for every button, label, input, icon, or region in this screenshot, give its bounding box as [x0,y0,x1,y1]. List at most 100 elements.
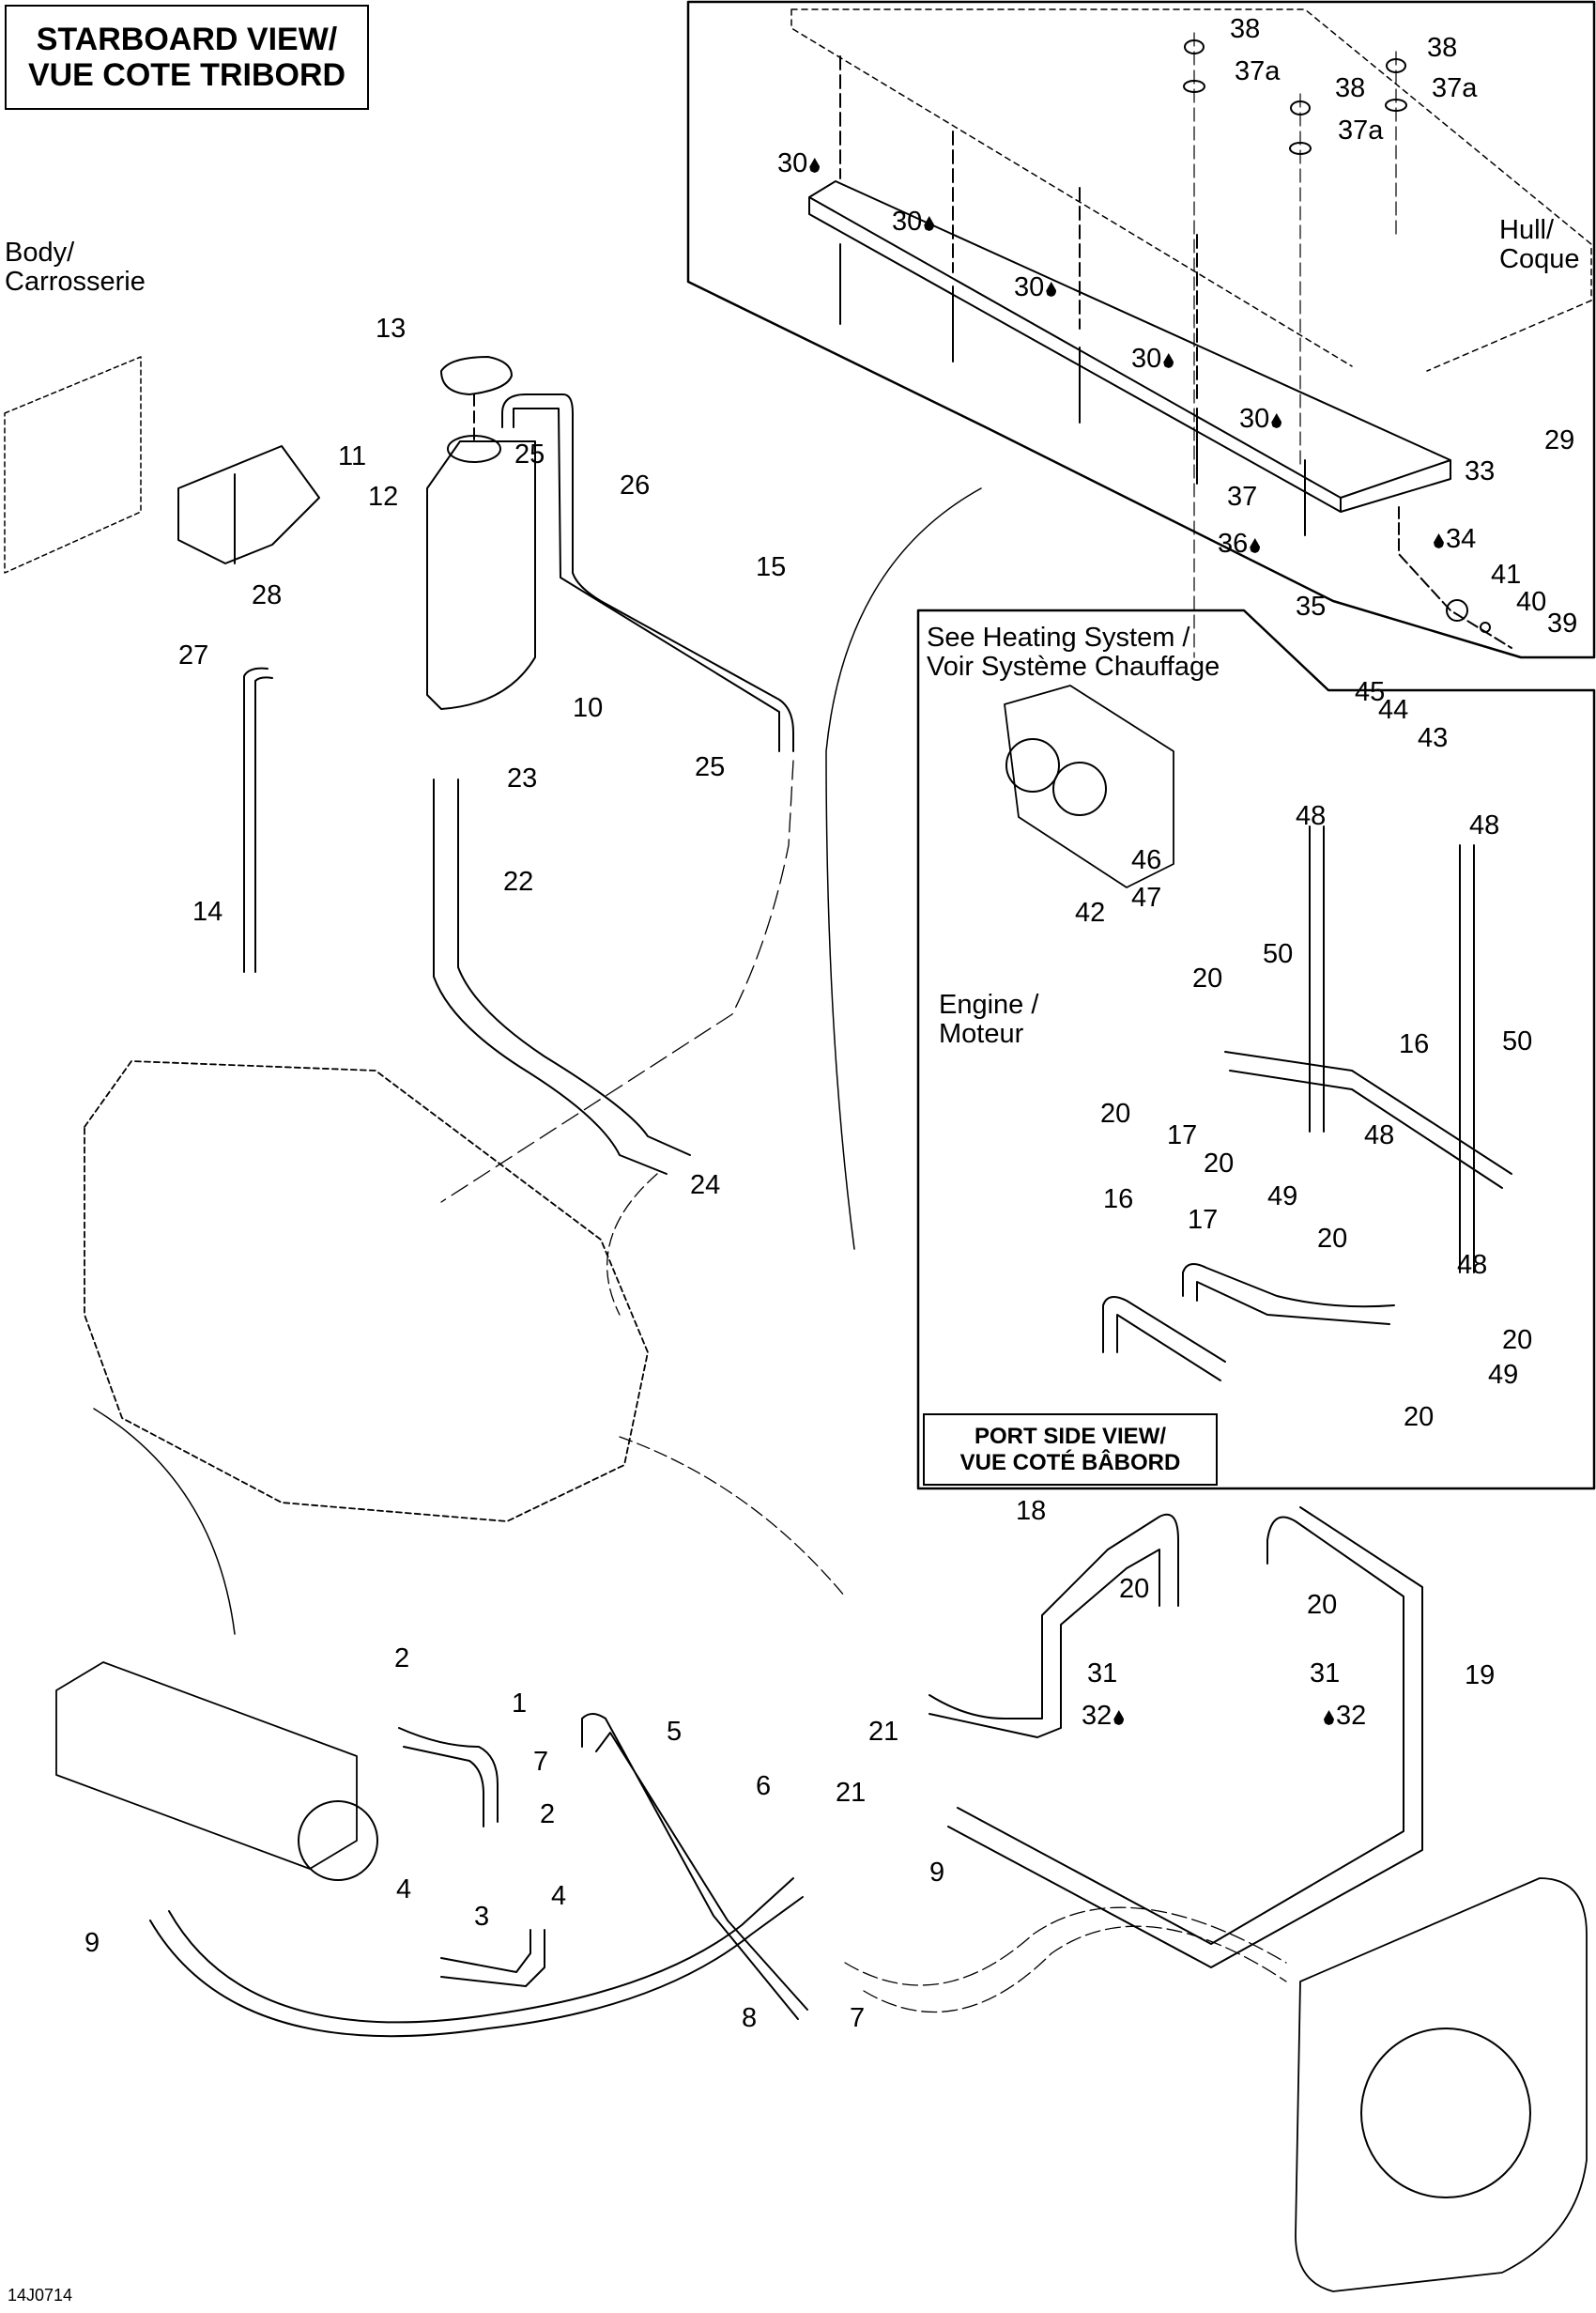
drop-icon [924,216,935,231]
callout-48: 48 [1457,1250,1488,1280]
callout-24: 24 [690,1170,721,1200]
callout-2: 2 [540,1799,556,1829]
engine-line-1: Engine / [939,990,1039,1020]
callout-9: 9 [84,1928,100,1958]
callout-50: 50 [1263,939,1294,969]
callout-32-number: 32 [1336,1701,1367,1731]
hose-5 [581,1713,808,2020]
body-line-2: Carrosserie [5,267,146,297]
callout-2: 2 [394,1643,410,1673]
callout-47: 47 [1131,883,1162,913]
hull-detail-panel [686,0,1596,659]
callout-5: 5 [667,1717,683,1747]
callout-25: 25 [695,752,726,782]
callout-20: 20 [1404,1402,1435,1432]
hull-plate [790,8,1592,372]
screws [839,55,1306,536]
callout-23: 23 [507,763,538,794]
port-side-view-title: PORT SIDE VIEW/ VUE COTÉ BÂBORD [923,1413,1218,1486]
drop-icon [1046,282,1057,297]
callout-43: 43 [1418,723,1449,753]
port-hose-16 [1224,1051,1512,1189]
drop-icon [1271,413,1282,428]
callout-32-number: 32 [1082,1701,1113,1731]
hose-8 [149,1877,804,2038]
callout-20: 20 [1307,1590,1338,1620]
callout-6: 6 [756,1771,772,1801]
title-line-2: VUE COTE TRIBORD [27,57,346,93]
callout-15: 15 [756,552,787,582]
callout-30-number: 30 [892,207,923,237]
callout-30: 30 [1131,346,1175,373]
callout-36-number: 36 [1218,529,1249,559]
callout-30-number: 30 [1014,272,1045,302]
port-title-line-1: PORT SIDE VIEW/ [974,1423,1167,1449]
callout-7: 7 [850,2003,866,2033]
callout-13: 13 [376,314,407,344]
callout-46: 46 [1131,845,1162,875]
heating-note-line-2: Voir Système Chauffage [927,652,1220,682]
reservoir-support [177,445,320,564]
callout-30: 30 [777,150,821,177]
drawing-code: 14J0714 [8,2286,73,2305]
callout-33: 33 [1465,456,1496,486]
callout-18: 18 [1016,1496,1047,1526]
callout-32: 32 [1322,1703,1366,1730]
intercooler [55,1661,358,1870]
drop-icon [1163,353,1174,368]
support-bracket [808,180,1451,513]
callout-16: 16 [1399,1029,1430,1059]
drop-icon [809,158,821,173]
heating-note-line-1: See Heating System / [927,623,1190,653]
overflow-hose [243,667,273,973]
callout-44: 44 [1378,695,1409,725]
hull-line-1: Hull/ [1499,215,1555,245]
callout-7: 7 [533,1747,549,1777]
callout-34: 34 [1432,526,1476,553]
callout-36: 36 [1218,531,1262,558]
body-line-1: Body/ [5,238,75,268]
engine-outline [84,1060,649,1522]
callout-30-number: 30 [777,148,808,178]
callout-4: 4 [396,1874,412,1904]
callout-22: 22 [503,867,534,897]
port-hose-17 [1182,1263,1395,1325]
engine-reference: Engine / Moteur [939,991,1038,1049]
callout-3: 3 [474,1902,490,1932]
port-title-line-2: VUE COTÉ BÂBORD [959,1449,1181,1475]
callout-30: 30 [1014,274,1058,301]
callout-29: 29 [1544,425,1575,455]
heater-hose-50b [1459,844,1475,1273]
callout-12: 12 [368,482,399,512]
callout-16: 16 [1103,1184,1134,1214]
body-panel [4,356,142,574]
hose-18 [928,1513,1179,1738]
hose-19 [947,1506,1423,1968]
callout-10: 10 [573,693,604,723]
callout-34-number: 34 [1446,524,1477,554]
hose-1 [398,1727,499,1827]
callout-8: 8 [742,2003,758,2033]
callout-37: 37 [1227,482,1258,512]
callout-48: 48 [1469,810,1500,840]
callout-39: 39 [1547,609,1578,639]
heater-unit [1004,685,1174,888]
callout-9: 9 [929,1858,945,1888]
callout-48: 48 [1296,801,1327,831]
starboard-view-title: STARBOARD VIEW/ VUE COTE TRIBORD [5,5,369,110]
callout-17: 17 [1167,1120,1198,1150]
callout-31: 31 [1087,1658,1118,1688]
callout-48: 48 [1364,1120,1395,1150]
callout-30: 30 [1239,406,1283,433]
callout-26: 26 [620,470,651,501]
callout-49: 49 [1488,1360,1519,1390]
callout-4: 4 [551,1881,567,1911]
callout-20: 20 [1317,1224,1348,1254]
callout-38: 38 [1335,73,1366,103]
drop-icon [1113,1710,1125,1725]
vent-hose [501,393,794,752]
callout-19: 19 [1465,1660,1496,1690]
coolant-reservoir [426,440,536,710]
hull-line-2: Coque [1499,244,1580,274]
